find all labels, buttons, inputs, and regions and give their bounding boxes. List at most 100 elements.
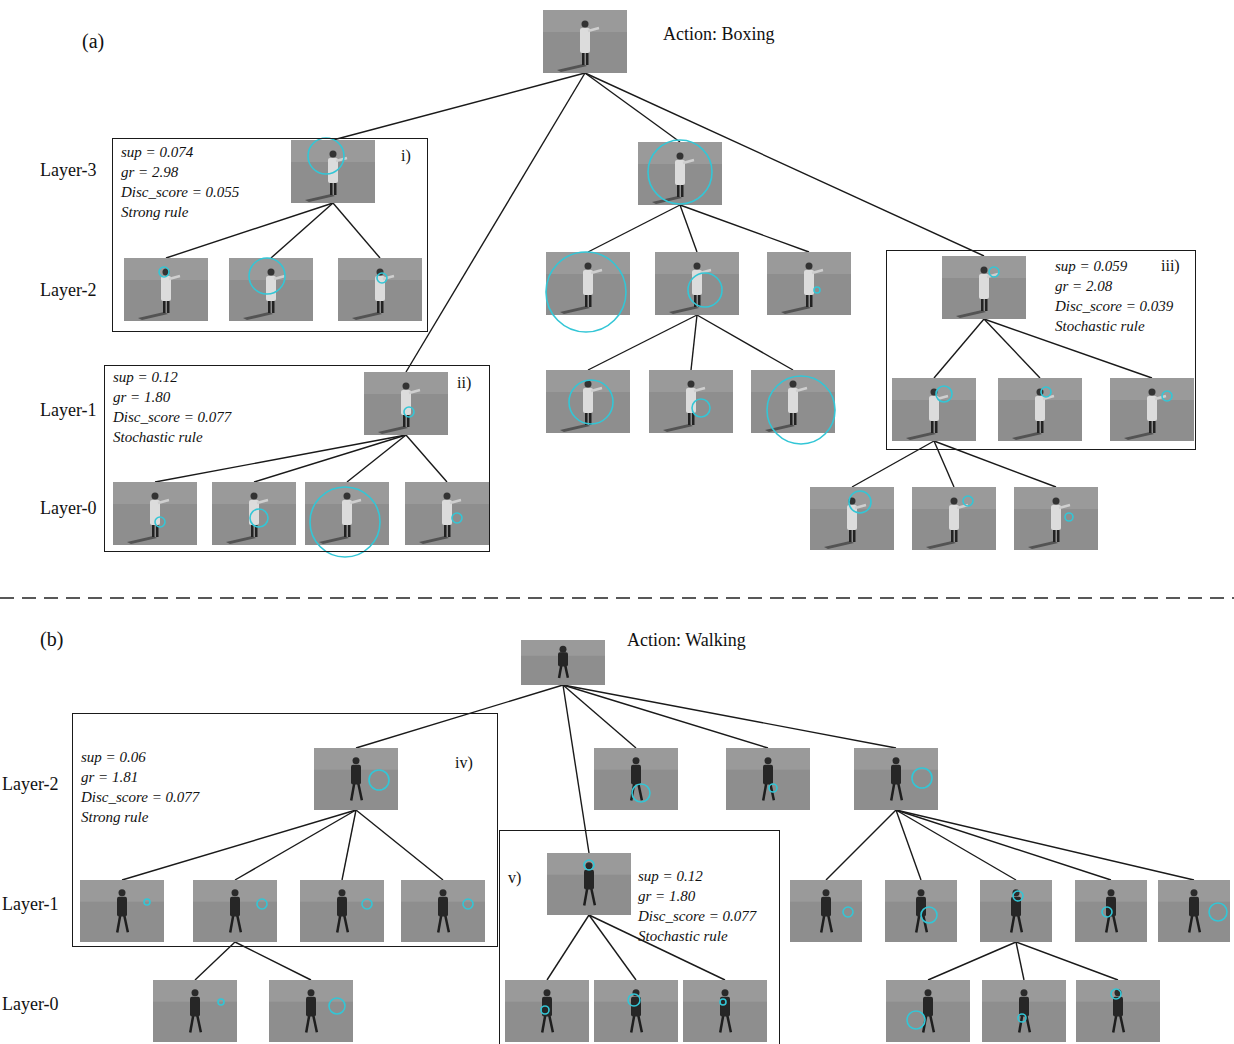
tree-line: [585, 73, 680, 142]
video-frame: [405, 482, 489, 545]
leg: [951, 529, 954, 542]
head: [981, 267, 988, 274]
body: [891, 765, 901, 785]
frame-ground: [401, 880, 485, 942]
layer-label: Layer-2: [40, 280, 97, 301]
shadow: [419, 536, 449, 544]
frame-ground: [405, 482, 489, 545]
rule-stat: sup = 0.12: [638, 867, 703, 885]
video-frame: [649, 370, 733, 433]
video-frame: [543, 10, 627, 73]
head: [1021, 989, 1028, 996]
video-frame: [1158, 880, 1230, 942]
head: [152, 493, 159, 500]
frame-ground: [854, 748, 938, 810]
leg: [681, 184, 684, 197]
frame-ground: [912, 487, 996, 550]
body: [438, 897, 448, 917]
frame-ground: [505, 980, 589, 1042]
tree-line: [347, 435, 406, 482]
arm: [274, 276, 285, 279]
head: [586, 862, 593, 869]
rule-stat: Disc_score = 0.077: [113, 408, 231, 426]
feature-circle: [632, 784, 650, 802]
frame-ground: [364, 372, 448, 435]
leg: [558, 665, 563, 678]
frame-ground: [726, 748, 810, 810]
feature-circle: [989, 267, 999, 277]
head: [694, 263, 701, 270]
feature-circle: [1111, 989, 1121, 999]
video-frame: [655, 252, 739, 315]
leg: [827, 915, 833, 933]
leg: [719, 1015, 725, 1033]
feature-circle: [907, 1011, 925, 1029]
leg: [312, 1015, 318, 1033]
video-frame: [521, 640, 605, 685]
video-frame: [314, 748, 398, 810]
video-frame: [980, 880, 1052, 942]
leg: [1153, 420, 1156, 433]
video-frame: [726, 748, 810, 810]
head: [585, 381, 592, 388]
frame-ground: [655, 252, 739, 315]
tree-line: [691, 315, 697, 370]
arm: [450, 500, 461, 503]
tree-line: [563, 685, 768, 748]
arm: [169, 276, 180, 279]
shadow: [663, 424, 693, 432]
tree-line: [333, 203, 380, 258]
tree-line: [356, 685, 563, 748]
leg: [229, 915, 235, 933]
shadow: [765, 424, 795, 432]
leg: [820, 915, 826, 933]
rule-stat: Disc_score = 0.077: [81, 788, 199, 806]
tree-line: [271, 203, 333, 258]
shadow: [127, 536, 157, 544]
frame-ground: [885, 880, 957, 942]
video-frame: [1110, 378, 1194, 441]
tree-line: [896, 810, 1016, 880]
tree-line: [896, 810, 921, 880]
leg: [1057, 529, 1060, 542]
feature-circle: [1065, 513, 1073, 521]
feature-circle: [963, 496, 973, 506]
leg: [236, 915, 242, 933]
rule-stat: gr = 1.80: [638, 887, 695, 905]
head: [806, 263, 813, 270]
leg: [590, 888, 596, 906]
rule-stat: Disc_score = 0.039: [1055, 297, 1173, 315]
frame-ground: [594, 980, 678, 1042]
frame-ground: [124, 258, 208, 321]
arm: [812, 270, 823, 273]
tree-line: [934, 441, 1056, 487]
video-frame: [810, 487, 894, 550]
rule-box: sup = 0.074gr = 2.98Disc_score = 0.055St…: [112, 138, 428, 332]
leg: [981, 298, 984, 311]
tree-line: [934, 319, 984, 378]
leg: [377, 300, 380, 313]
arm: [591, 388, 602, 391]
leg: [585, 294, 588, 307]
arm: [683, 160, 694, 163]
head: [1108, 889, 1115, 896]
leg: [762, 783, 768, 801]
leg: [1037, 420, 1040, 433]
shadow: [560, 424, 590, 432]
tree-line: [406, 435, 447, 482]
feature-circle: [1013, 891, 1023, 901]
leg: [897, 783, 903, 801]
layer-label: Layer-0: [40, 498, 97, 519]
leg: [330, 182, 333, 195]
tree-line: [235, 810, 356, 880]
feature-circle: [257, 899, 267, 909]
video-frame: [594, 748, 678, 810]
feature-circle: [1102, 907, 1112, 917]
feature-circle: [720, 999, 726, 1005]
frame-ground: [1076, 980, 1160, 1002]
shadow: [824, 541, 854, 549]
feature-circle: [369, 770, 389, 790]
arm: [350, 500, 361, 503]
arm: [257, 500, 268, 503]
video-frame: [193, 880, 277, 942]
